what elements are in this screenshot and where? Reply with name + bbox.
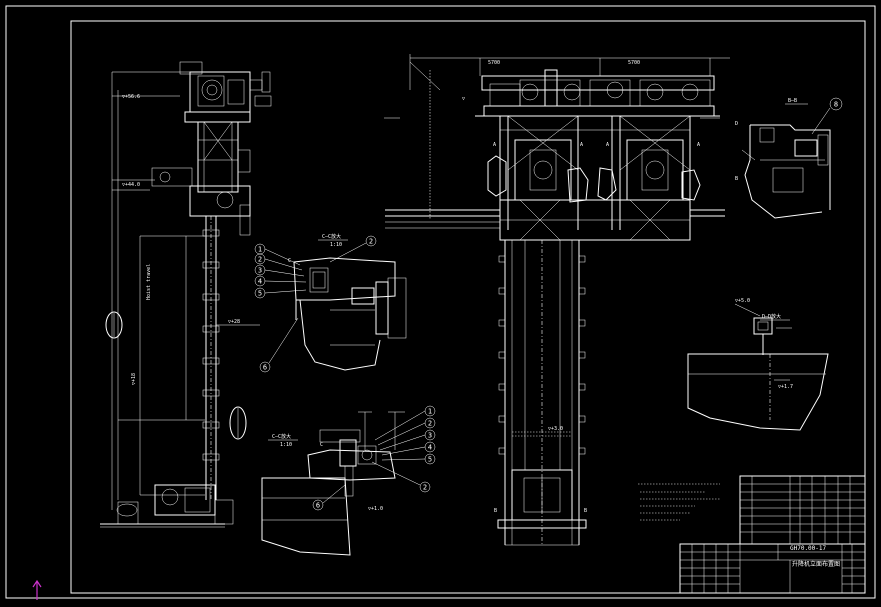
balloon-c1-right: 2 xyxy=(369,238,373,246)
outer-border xyxy=(5,5,876,599)
balloon-c2-5: 5 xyxy=(428,456,432,464)
svg-text:A: A xyxy=(493,142,496,148)
svg-text:▽+28: ▽+28 xyxy=(228,319,240,325)
balloon-c2-right: 2 xyxy=(423,484,427,492)
svg-text:▽+5.0: ▽+5.0 xyxy=(735,298,750,304)
balloon-c1-2: 2 xyxy=(258,256,262,264)
svg-text:B: B xyxy=(584,508,587,514)
svg-text:1:10: 1:10 xyxy=(330,242,342,248)
svg-text:A: A xyxy=(606,142,609,148)
left-elevation-view: ▽+56.6 ▽+44.0 Hoist travel ▽+18 xyxy=(100,61,272,528)
center-main-view: 5700 5700 ▽ xyxy=(384,54,730,546)
section-b-b: B—B 8 D B xyxy=(735,97,843,219)
balloon-c2-bottom: 6 xyxy=(316,502,320,510)
balloon-c1-bottom: 6 xyxy=(263,364,267,372)
svg-text:Hoist travel: Hoist travel xyxy=(146,264,152,300)
svg-text:B: B xyxy=(735,176,738,182)
svg-text:A: A xyxy=(697,142,700,148)
svg-text:B: B xyxy=(494,508,497,514)
svg-text:5700: 5700 xyxy=(628,60,640,66)
svg-text:▽+1.7: ▽+1.7 xyxy=(778,384,793,390)
svg-text:D—D放大: D—D放大 xyxy=(762,313,781,320)
balloon-c1-1: 1 xyxy=(258,246,262,254)
svg-text:▽+56.6: ▽+56.6 xyxy=(122,94,140,100)
balloon-c2-1: 1 xyxy=(428,408,432,416)
balloon-section-a: 8 xyxy=(834,101,838,109)
balloon-c2-2: 2 xyxy=(428,420,432,428)
svg-text:B—B: B—B xyxy=(788,98,797,104)
drawing-number: GH70.00-17 xyxy=(790,545,827,552)
svg-text:C: C xyxy=(320,442,323,448)
svg-text:▽+1.0: ▽+1.0 xyxy=(368,506,383,512)
balloon-c2-3: 3 xyxy=(428,432,432,440)
title-block: GH70.00-17 升降机立面布置图 xyxy=(679,475,866,594)
section-d-d: D—D放大 ▽+5.0 ▽+1.7 xyxy=(687,298,829,431)
svg-text:C—C放大: C—C放大 xyxy=(272,433,291,440)
balloon-c1-4: 4 xyxy=(258,278,262,286)
svg-text:5700: 5700 xyxy=(488,60,500,66)
balloon-c2-4: 4 xyxy=(428,444,432,452)
svg-text:▽+44.0: ▽+44.0 xyxy=(122,182,140,188)
detail-c-c-lower: C—C放大 1:10 1 2 3 4 5 2 6 C ▽+1. xyxy=(261,405,436,556)
section-mark-d: D xyxy=(735,121,738,127)
detail-c-c-upper: C—C放大 1:10 1 2 3 4 5 2 6 C xyxy=(254,233,407,373)
balloon-c1-3: 3 xyxy=(258,267,262,275)
technical-notes xyxy=(638,483,720,521)
svg-text:C—C放大: C—C放大 xyxy=(322,233,341,240)
drawing-title: 升降机立面布置图 xyxy=(792,560,840,568)
svg-text:C: C xyxy=(288,258,291,264)
svg-text:▽+3.0: ▽+3.0 xyxy=(548,426,563,432)
svg-text:▽+18: ▽+18 xyxy=(131,373,137,385)
balloon-c1-5: 5 xyxy=(258,290,262,298)
svg-text:▽: ▽ xyxy=(462,96,465,102)
drawing-frame xyxy=(70,20,866,594)
svg-text:A: A xyxy=(580,142,583,148)
ucs-arrow-icon xyxy=(32,579,42,600)
svg-text:1:10: 1:10 xyxy=(280,442,292,448)
